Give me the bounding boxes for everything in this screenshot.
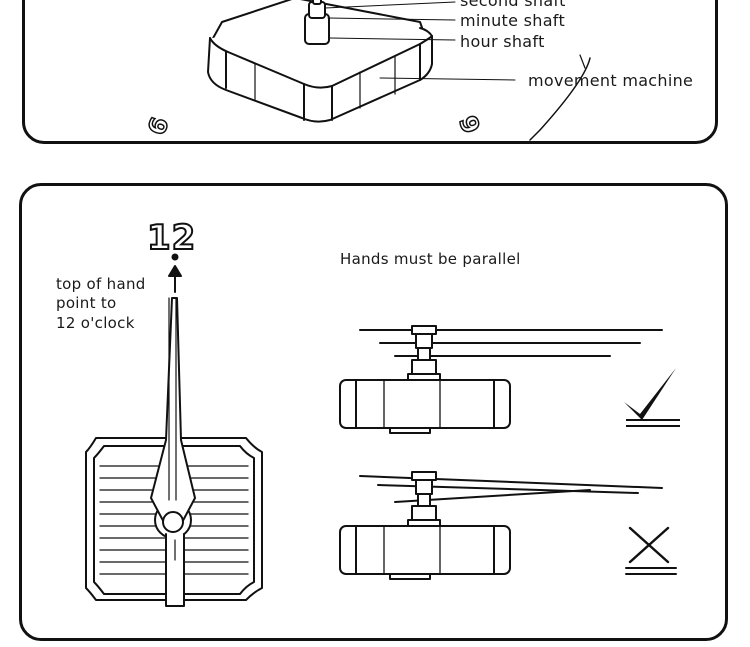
parallel-correct-illustration <box>339 325 663 434</box>
movement-machine-label: movement machine <box>528 71 694 90</box>
parallel-incorrect-illustration <box>339 471 663 580</box>
top-movement-illustration <box>207 0 591 141</box>
minute-shaft-label: minute shaft <box>460 11 566 30</box>
second-shaft-label: second shaft <box>460 0 566 10</box>
top-of-hand-line-3: 12 o'clock <box>56 314 135 332</box>
hour-shaft-label: hour shaft <box>460 32 545 51</box>
check-mark-icon <box>624 368 680 427</box>
twelve-marker: 12 <box>146 217 197 259</box>
front-movement-illustration <box>85 253 263 607</box>
parallel-heading: Hands must be parallel <box>340 250 521 268</box>
top-of-hand-line-2: point to <box>56 294 117 312</box>
top-panel <box>22 0 718 144</box>
top-of-hand-line-1: top of hand <box>56 275 146 293</box>
cross-mark-icon <box>625 526 677 575</box>
bottom-panel <box>19 183 728 641</box>
